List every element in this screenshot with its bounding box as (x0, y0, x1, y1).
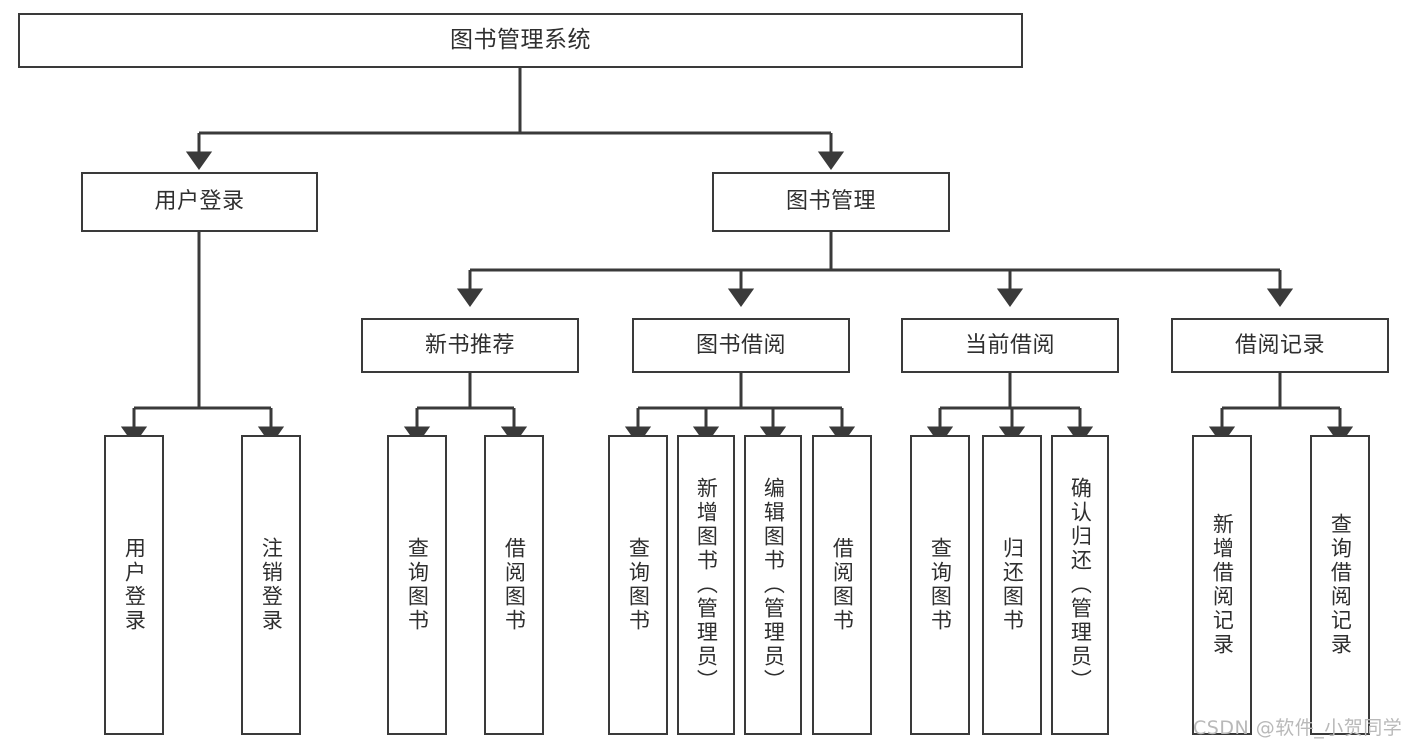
node-leaf-borrow-book-2[interactable]: 借阅图书 (812, 435, 872, 735)
node-leaf-add-book[interactable]: 新增图书（管理员） (677, 435, 735, 735)
node-leaf-user-login-label: 用户登录 (122, 537, 147, 633)
node-leaf-logout[interactable]: 注销登录 (241, 435, 301, 735)
node-leaf-borrow-book-1-label: 借阅图书 (502, 537, 527, 633)
node-leaf-user-login[interactable]: 用户登录 (104, 435, 164, 735)
node-leaf-add-record[interactable]: 新增借阅记录 (1192, 435, 1252, 735)
node-root-label: 图书管理系统 (450, 26, 591, 53)
node-leaf-query-book-3[interactable]: 查询图书 (910, 435, 970, 735)
node-user-login-label: 用户登录 (154, 189, 245, 215)
node-root-book-management-system[interactable]: 图书管理系统 (18, 13, 1023, 68)
node-book-borrow[interactable]: 图书借阅 (632, 318, 850, 373)
node-new-book-rec-label: 新书推荐 (424, 332, 515, 358)
node-leaf-confirm-return[interactable]: 确认归还（管理员） (1051, 435, 1109, 735)
connector-group (120, 68, 1354, 445)
node-leaf-borrow-book-2-label: 借阅图书 (830, 537, 855, 633)
node-borrow-record[interactable]: 借阅记录 (1171, 318, 1389, 373)
node-current-borrow-label: 当前借阅 (964, 332, 1055, 358)
node-book-borrow-label: 图书借阅 (695, 332, 786, 358)
node-book-manage[interactable]: 图书管理 (712, 172, 950, 232)
node-leaf-edit-book[interactable]: 编辑图书（管理员） (744, 435, 802, 735)
node-leaf-add-record-label: 新增借阅记录 (1210, 513, 1235, 657)
node-leaf-return-book[interactable]: 归还图书 (982, 435, 1042, 735)
node-new-book-rec[interactable]: 新书推荐 (361, 318, 579, 373)
node-leaf-edit-book-label: 编辑图书（管理员） (761, 477, 786, 693)
node-leaf-query-book-2[interactable]: 查询图书 (608, 435, 668, 735)
node-current-borrow[interactable]: 当前借阅 (901, 318, 1119, 373)
node-leaf-query-record[interactable]: 查询借阅记录 (1310, 435, 1370, 735)
node-leaf-query-book-3-label: 查询图书 (928, 537, 953, 633)
node-leaf-query-book-1[interactable]: 查询图书 (387, 435, 447, 735)
node-leaf-query-book-1-label: 查询图书 (405, 537, 430, 633)
node-leaf-query-book-2-label: 查询图书 (626, 537, 651, 633)
node-leaf-logout-label: 注销登录 (259, 537, 284, 633)
node-user-login[interactable]: 用户登录 (81, 172, 318, 232)
node-leaf-query-record-label: 查询借阅记录 (1328, 513, 1353, 657)
node-book-manage-label: 图书管理 (785, 189, 876, 215)
node-leaf-confirm-return-label: 确认归还（管理员） (1068, 477, 1093, 693)
node-leaf-return-book-label: 归还图书 (1000, 537, 1025, 633)
node-borrow-record-label: 借阅记录 (1234, 332, 1325, 358)
node-leaf-add-book-label: 新增图书（管理员） (694, 477, 719, 693)
node-leaf-borrow-book-1[interactable]: 借阅图书 (484, 435, 544, 735)
